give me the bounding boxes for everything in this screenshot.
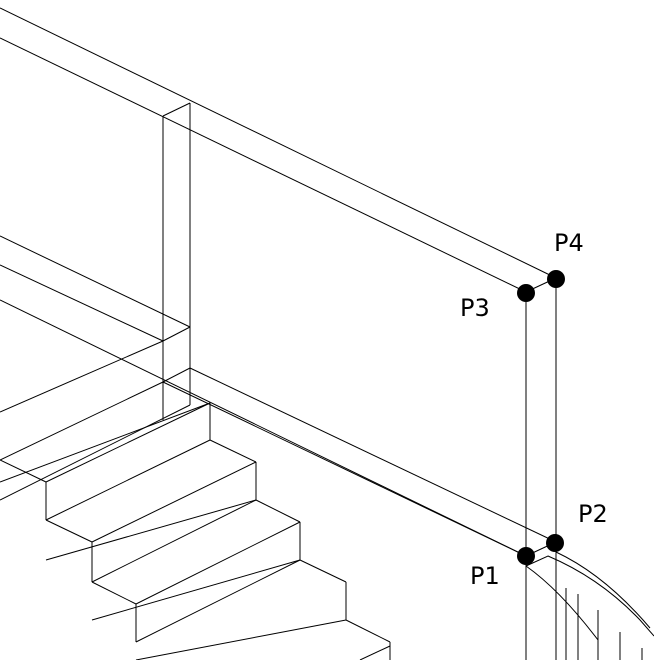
rail-edge xyxy=(0,299,527,557)
rail-edge xyxy=(189,367,557,543)
stair-edge xyxy=(0,404,191,501)
stair-edge xyxy=(255,499,301,523)
stair-edge xyxy=(299,559,347,583)
stair-edge xyxy=(91,581,137,605)
right-post xyxy=(525,278,557,660)
post-edge xyxy=(162,102,191,117)
handrail-edge xyxy=(0,37,527,293)
curve-edge xyxy=(555,551,651,629)
rail-edge xyxy=(0,235,191,328)
left-post xyxy=(162,102,191,420)
stair-edge xyxy=(0,340,164,413)
point-p1-label: P1 xyxy=(470,562,500,590)
point-p3-marker[interactable] xyxy=(517,284,535,302)
lower-rail xyxy=(0,235,557,557)
curve-edge xyxy=(525,555,654,637)
point-p2-label: P2 xyxy=(578,500,608,528)
stair-edge xyxy=(0,402,211,483)
stair-edge xyxy=(91,559,301,621)
rail-edge xyxy=(162,381,527,557)
stair-edge xyxy=(135,559,301,643)
upper-handrail xyxy=(0,7,557,293)
stair-edge xyxy=(135,619,347,660)
reference-points: P1 P2 P3 P4 xyxy=(460,229,608,590)
rail-edge xyxy=(0,264,164,342)
point-p1-marker[interactable] xyxy=(517,547,535,565)
stair-edge xyxy=(91,499,257,583)
stair-edge xyxy=(135,521,301,605)
stair-edge xyxy=(45,499,257,561)
rail-edge xyxy=(162,367,191,383)
point-p2-marker[interactable] xyxy=(546,534,564,552)
stairs xyxy=(0,340,391,660)
point-p3-label: P3 xyxy=(460,294,490,322)
stair-edge xyxy=(0,459,47,483)
stair-edge xyxy=(45,519,93,543)
curve-edge xyxy=(525,565,599,641)
post-edge xyxy=(162,326,191,342)
stair-edge xyxy=(209,439,257,463)
handrail-edge xyxy=(0,7,557,279)
stair-edge xyxy=(45,402,211,483)
stair-edge xyxy=(359,645,391,660)
stair-edge xyxy=(91,461,257,543)
point-p4-label: P4 xyxy=(554,229,584,257)
landing-curve xyxy=(525,551,654,660)
point-p4-marker[interactable] xyxy=(547,270,565,288)
stair-edge xyxy=(0,381,164,461)
stair-edge xyxy=(45,439,211,521)
stair-edge xyxy=(345,619,391,643)
